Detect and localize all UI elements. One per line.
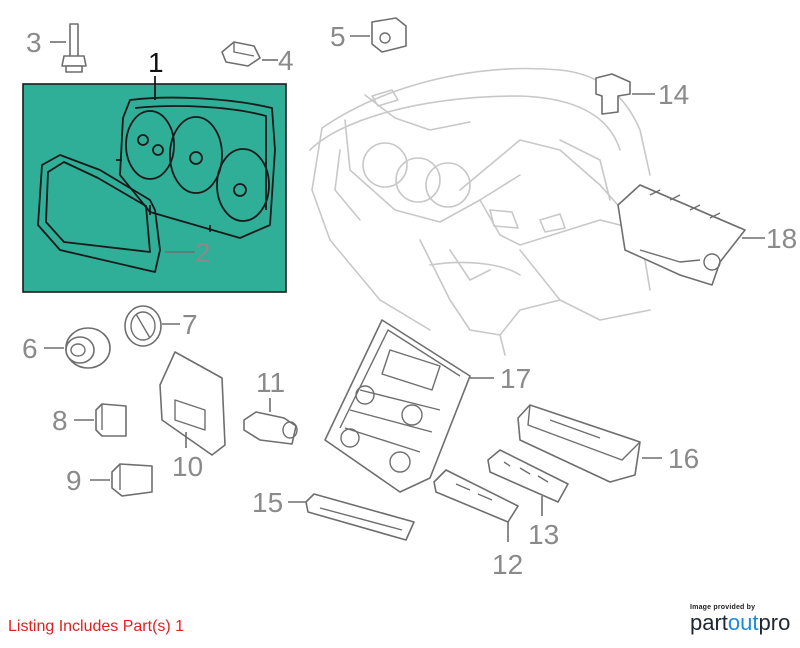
part-8-switch <box>95 403 127 437</box>
callout-3: 3 <box>26 27 42 58</box>
part-3-bolt <box>61 23 87 73</box>
brand-name-part: part <box>690 610 728 635</box>
callout-10: 10 <box>172 451 203 482</box>
brand-name-out: out <box>727 610 759 635</box>
part-15-trim <box>305 493 415 541</box>
part-12-switch-bank <box>433 469 519 523</box>
callout-17: 17 <box>500 363 531 394</box>
callout-4: 4 <box>278 45 294 76</box>
brand-name-pro: pro <box>758 610 791 635</box>
callout-13: 13 <box>528 519 559 550</box>
listing-note: Listing Includes Part(s) 1 <box>8 618 185 635</box>
part-4-clip <box>221 41 261 67</box>
part-16-module <box>517 404 641 483</box>
part-17-center-stack <box>324 319 471 493</box>
instrument-cluster-drawing <box>116 96 276 239</box>
callout-9: 9 <box>66 465 82 496</box>
part-18-airbag <box>617 184 746 286</box>
brand-name: partoutpro <box>690 611 798 635</box>
callout-2: 2 <box>195 237 211 268</box>
callout-12: 12 <box>492 549 523 580</box>
part-6-knob <box>65 327 111 369</box>
part-5-sensor <box>371 17 407 53</box>
part-11-switch <box>243 411 298 445</box>
callout-15: 15 <box>252 487 283 518</box>
selected-part-box[interactable]: 2 <box>22 83 287 293</box>
callout-6: 6 <box>22 333 38 364</box>
brand-caption: Image provided by <box>690 604 756 611</box>
callout-8: 8 <box>52 405 68 436</box>
brand-logo: Image provided by partoutpro <box>690 604 798 635</box>
callout-1: 1 <box>148 47 164 78</box>
part-10-panel <box>159 351 226 456</box>
part-14-bracket <box>595 73 631 115</box>
dashboard-outline <box>309 67 651 356</box>
callout-16: 16 <box>668 443 699 474</box>
part-13-switch-bank <box>487 449 569 503</box>
part-9-switch <box>111 463 153 497</box>
callout-5: 5 <box>330 21 346 52</box>
callout-18: 18 <box>766 223 797 254</box>
callout-7: 7 <box>182 309 198 340</box>
part-7-ring <box>124 305 162 347</box>
cluster-bezel-drawing <box>37 154 161 273</box>
callout-14: 14 <box>658 79 689 110</box>
callout-11: 11 <box>256 367 285 398</box>
